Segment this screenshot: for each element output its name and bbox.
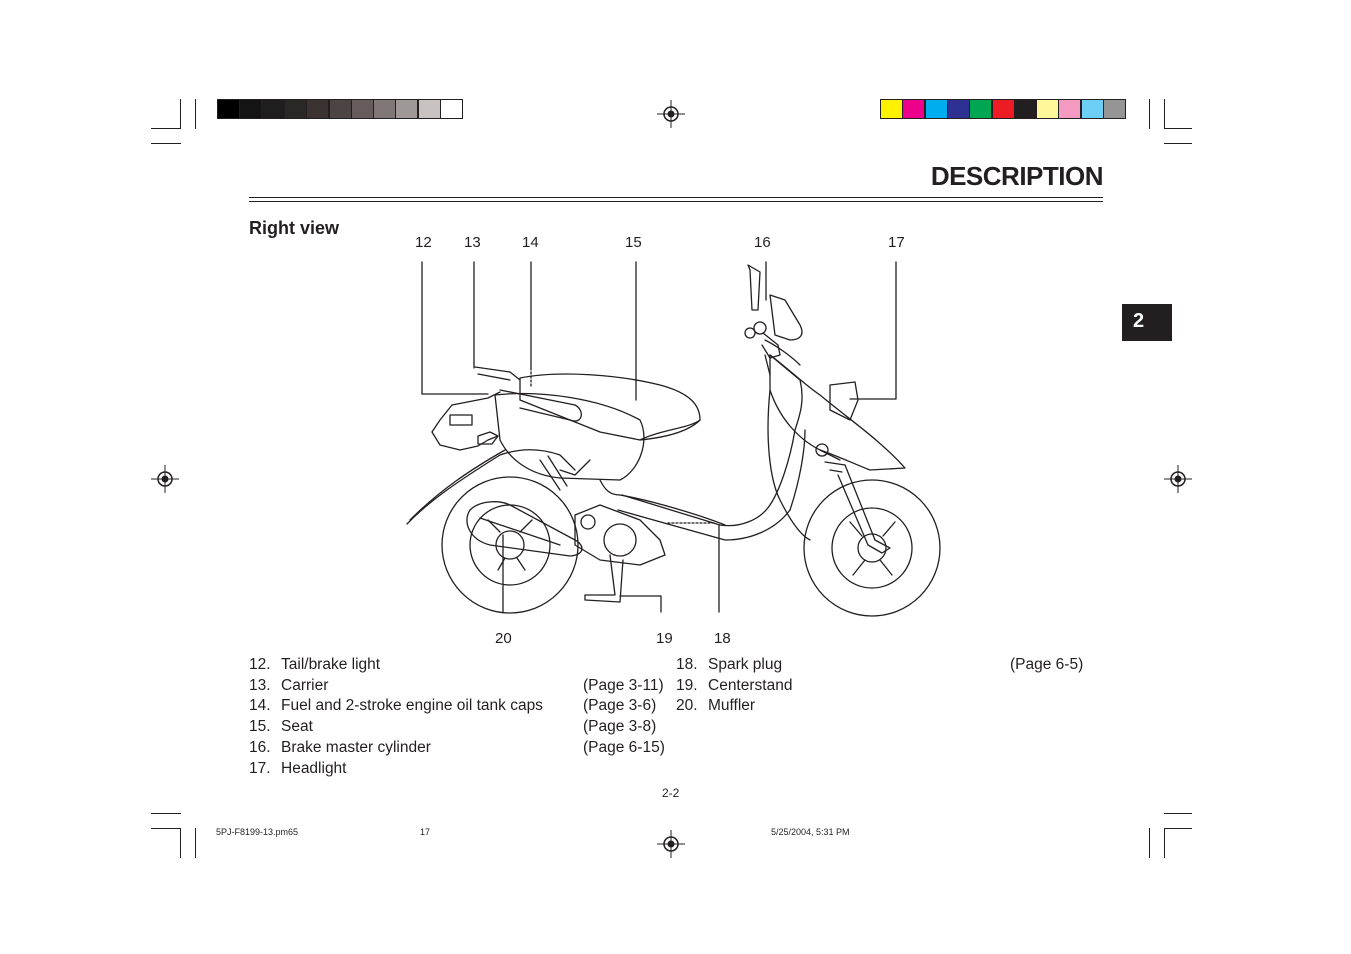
part-number: 16.	[249, 739, 271, 756]
part-name: Carrier	[281, 677, 329, 694]
title-rule	[249, 197, 1103, 198]
color-swatch	[1036, 99, 1060, 119]
footer-timestamp: 5/25/2004, 5:31 PM	[771, 827, 850, 837]
crop-mark	[151, 128, 181, 129]
crop-mark	[180, 99, 181, 129]
gray-swatch	[350, 99, 374, 119]
crop-mark	[180, 828, 181, 858]
callout-12: 12	[415, 234, 432, 251]
color-swatch	[991, 99, 1015, 119]
part-name: Brake master cylinder	[281, 739, 431, 756]
scooter-right-view-illustration	[406, 261, 941, 617]
part-name: Headlight	[281, 760, 347, 777]
crop-mark	[1164, 143, 1192, 144]
registration-mark-icon	[151, 465, 179, 493]
part-page-ref: (Page 3-8)	[583, 718, 657, 735]
crop-mark	[195, 828, 196, 858]
part-name: Centerstand	[708, 677, 793, 694]
color-swatch	[1013, 99, 1037, 119]
crop-mark	[151, 143, 181, 144]
part-number: 19.	[676, 677, 698, 694]
part-number: 20.	[676, 697, 698, 714]
gray-swatch	[306, 99, 330, 119]
color-swatch	[1103, 99, 1126, 119]
crop-mark	[1164, 99, 1165, 129]
color-swatch	[946, 99, 970, 119]
part-number: 17.	[249, 760, 271, 777]
part-number: 12.	[249, 656, 271, 673]
section-subtitle: Right view	[249, 218, 340, 238]
part-page-ref: (Page 6-15)	[583, 739, 665, 756]
registration-mark-icon	[657, 100, 685, 128]
part-name: Muffler	[708, 697, 756, 714]
crop-mark	[1164, 813, 1192, 814]
color-swatch	[924, 99, 948, 119]
crop-mark	[1164, 828, 1165, 858]
callout-19: 19	[656, 630, 673, 647]
part-name: Seat	[281, 718, 313, 735]
gray-swatch	[217, 99, 240, 119]
crop-mark	[151, 828, 181, 829]
color-swatch	[969, 99, 993, 119]
part-page-ref: (Page 3-11)	[583, 677, 664, 694]
gray-swatch	[395, 99, 419, 119]
footer-file-name: 5PJ-F8199-13.pm65	[216, 827, 299, 837]
color-swatch	[1058, 99, 1082, 119]
part-number: 13.	[249, 677, 271, 694]
gray-swatch	[328, 99, 352, 119]
part-number: 15.	[249, 718, 271, 735]
color-swatch	[902, 99, 926, 119]
callout-14: 14	[522, 234, 539, 251]
color-swatch	[1080, 99, 1104, 119]
callout-16: 16	[754, 234, 771, 251]
crop-mark	[1164, 128, 1192, 129]
page-title: DESCRIPTION	[930, 161, 1104, 191]
part-name: Tail/brake light	[281, 656, 381, 673]
registration-mark-icon	[657, 830, 685, 858]
footer-sheet-number: 17	[420, 827, 431, 837]
title-rule	[249, 201, 1103, 202]
crop-mark	[1149, 828, 1150, 858]
callout-18: 18	[714, 630, 731, 647]
part-number: 14.	[249, 697, 271, 714]
part-number: 18.	[676, 656, 698, 673]
gray-swatch	[417, 99, 441, 119]
crop-mark	[1149, 99, 1150, 129]
gray-swatch	[239, 99, 263, 119]
crop-mark	[151, 813, 181, 814]
gray-swatch	[440, 99, 463, 119]
crop-mark	[195, 99, 196, 129]
part-page-ref: (Page 6-5)	[1010, 656, 1084, 673]
gray-swatch	[261, 99, 285, 119]
part-page-ref: (Page 3-6)	[583, 697, 657, 714]
part-name: Spark plug	[708, 656, 783, 673]
page-number: 2-2	[662, 786, 680, 800]
registration-mark-icon	[1164, 465, 1192, 493]
crop-mark	[1164, 828, 1192, 829]
color-swatch	[880, 99, 903, 119]
callout-20: 20	[495, 630, 512, 647]
part-name: Fuel and 2-stroke engine oil tank caps	[281, 697, 543, 714]
gray-swatch	[283, 99, 307, 119]
callout-15: 15	[625, 234, 642, 251]
callout-13: 13	[464, 234, 481, 251]
callout-17: 17	[888, 234, 905, 251]
chapter-tab: 2	[1122, 304, 1172, 341]
gray-swatch	[373, 99, 397, 119]
